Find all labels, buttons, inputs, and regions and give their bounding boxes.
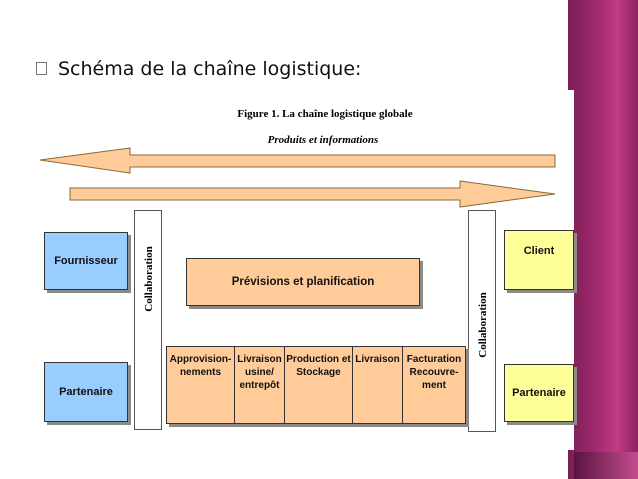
step-supply: Approvision- nements	[167, 347, 235, 423]
right-partner-box: Partenaire	[504, 364, 574, 422]
left-arrow	[39, 147, 556, 174]
figure-title: Figure 1. La chaîne logistique globale	[237, 108, 413, 120]
square-bullet-icon	[36, 62, 47, 75]
left-partner-box: Partenaire	[44, 362, 128, 422]
planning-box: Prévisions et planification	[186, 258, 420, 306]
slide-decoration-band	[568, 0, 638, 479]
right-collaboration-bar: Collaboration	[468, 210, 496, 432]
slide-title: Schéma de la chaîne logistique:	[58, 58, 362, 80]
client-label: Client	[523, 245, 555, 257]
supplier-label: Fournisseur	[54, 255, 118, 267]
slide-decoration-bottom	[574, 452, 638, 479]
step-delivery: Livraison	[353, 347, 403, 423]
planning-label: Prévisions et planification	[231, 276, 375, 288]
right-collaboration-label: Collaboration	[477, 292, 489, 358]
client-box: Client	[504, 230, 574, 290]
figure-subtitle: Produits et informations	[267, 134, 379, 146]
left-collaboration-bar: Collaboration	[134, 210, 162, 430]
step-invoicing: Facturation Recouvre- ment	[406, 354, 462, 391]
process-steps-row: Approvision- nements Livraison usine/ en…	[166, 346, 466, 424]
step-factory-delivery: Livraison usine/ entrepôt	[235, 347, 285, 423]
left-partner-label: Partenaire	[59, 386, 113, 398]
step-production: Production et Stockage	[285, 347, 353, 423]
left-collaboration-label: Collaboration	[143, 246, 155, 312]
right-partner-label: Partenaire	[512, 387, 566, 399]
right-arrow	[69, 180, 556, 208]
supplier-box: Fournisseur	[44, 232, 128, 290]
